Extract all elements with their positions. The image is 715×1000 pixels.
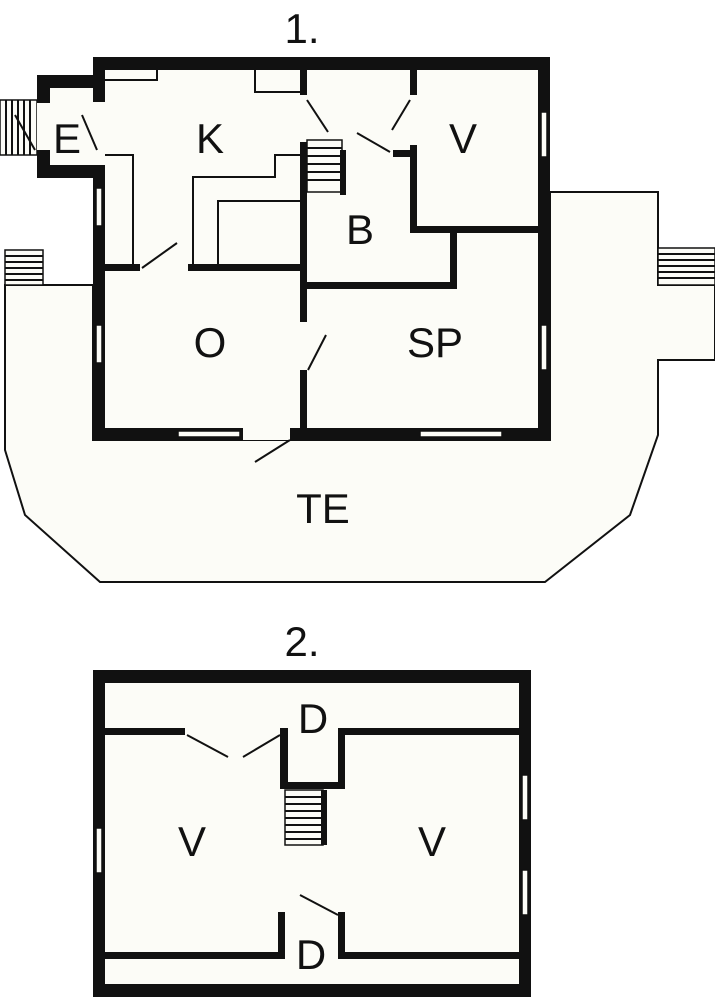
room-label-closet-bottom: D [296, 931, 326, 978]
windows-floor-2 [95, 774, 529, 916]
outer-walls-floor-2 [93, 670, 531, 997]
room-label-room-right: V [418, 818, 446, 865]
floor-1: 1. [0, 5, 715, 583]
interior-walls-floor-2 [105, 728, 519, 959]
terrace-steps-right [657, 247, 715, 286]
room-label-terrace: TE [296, 485, 350, 532]
room-label-closet-top: D [298, 695, 328, 742]
house-floor [93, 57, 550, 440]
room-label-kitchen: K [196, 115, 224, 162]
fixtures-floor-2 [186, 734, 339, 916]
fixtures-floor-1 [14, 70, 411, 463]
stairs-floor-2 [284, 789, 327, 846]
floor-2-title: 2. [284, 618, 319, 665]
room-label-bath: B [346, 206, 374, 253]
room-label-living: O [194, 319, 227, 366]
interior-walls-floor-1 [105, 70, 540, 430]
room-label-closet: V [449, 115, 477, 162]
room-label-entry: E [53, 115, 81, 162]
entry-steps [0, 99, 38, 156]
terrace-steps-left [4, 249, 44, 286]
room-label-bedroom: SP [407, 319, 463, 366]
floor-1-title: 1. [284, 5, 319, 52]
room-label-room-left: V [178, 818, 206, 865]
floor-2: 2. [93, 618, 531, 997]
stairs-floor-1 [306, 139, 346, 195]
windows-floor-1 [95, 111, 548, 438]
